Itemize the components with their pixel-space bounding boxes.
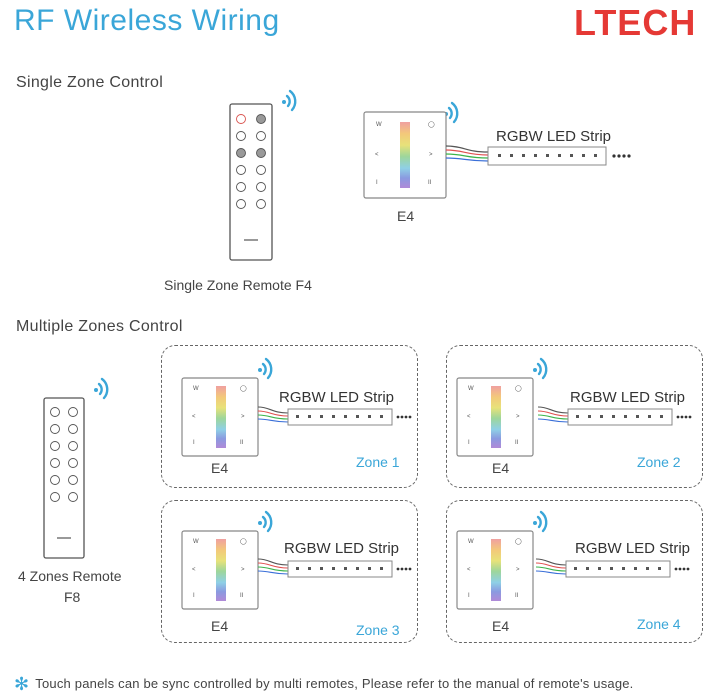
asterisk-icon: ✻ <box>14 674 30 694</box>
section-heading-single: Single Zone Control <box>16 74 164 91</box>
strip-label-zone-3: RGBW LED Strip <box>284 540 400 557</box>
footnote-text: Touch panels can be sync controlled by m… <box>35 676 634 691</box>
svg-text:<: < <box>467 567 471 573</box>
remote-f8-caption-line1: 4 Zones Remote <box>18 568 122 584</box>
wifi-icon <box>533 357 548 380</box>
svg-text:W: W <box>468 539 474 545</box>
remote-f4-caption: Single Zone Remote F4 <box>164 277 312 293</box>
svg-text:>: > <box>516 567 520 573</box>
svg-text:◯: ◯ <box>515 538 522 545</box>
strip-label-single: RGBW LED Strip <box>496 128 612 145</box>
page-title: RF Wireless Wiring <box>14 4 280 37</box>
svg-text:>: > <box>429 152 433 158</box>
svg-text:◯: ◯ <box>515 385 522 392</box>
svg-text:I: I <box>468 593 470 599</box>
svg-text:◯: ◯ <box>428 121 435 128</box>
zone-label-3: Zone 3 <box>356 622 400 638</box>
led-strip-zone-1 <box>257 405 414 438</box>
remote-f8-caption-line2: F8 <box>64 589 81 605</box>
zone-box-2 <box>446 345 703 488</box>
svg-text:W: W <box>193 386 199 392</box>
strip-label-zone-2: RGBW LED Strip <box>570 389 686 406</box>
svg-text:W: W <box>376 122 382 128</box>
svg-text:I: I <box>193 440 195 446</box>
svg-text:<: < <box>375 152 379 158</box>
panel-caption-zone-3: E4 <box>211 618 229 634</box>
svg-text:I: I <box>468 440 470 446</box>
remote-f4 <box>228 82 308 267</box>
zone-box-1 <box>161 345 418 488</box>
panel-caption-zone-1: E4 <box>211 460 229 476</box>
strip-label-zone-1: RGBW LED Strip <box>279 389 395 406</box>
remote-f8 <box>42 376 122 567</box>
touch-panel-zone-1: W < I ◯ > II <box>180 357 276 461</box>
svg-text:II: II <box>515 593 519 599</box>
svg-text:II: II <box>515 440 519 446</box>
svg-text:W: W <box>193 539 199 545</box>
brand-text: LTECH <box>574 2 696 43</box>
led-strip-zone-2 <box>537 405 694 438</box>
touch-panel-zone-2: W < I ◯ > II <box>455 357 551 461</box>
svg-text:>: > <box>241 567 245 573</box>
svg-text:II: II <box>428 180 432 186</box>
touch-panel-zone-3: W < I ◯ > II <box>180 510 276 614</box>
svg-text:I: I <box>376 180 378 186</box>
svg-text:◯: ◯ <box>240 538 247 545</box>
zone-label-2: Zone 2 <box>637 454 681 470</box>
strip-label-zone-4: RGBW LED Strip <box>575 540 691 557</box>
panel-caption-zone-2: E4 <box>492 460 510 476</box>
led-strip-zone-4 <box>535 557 692 590</box>
svg-text:II: II <box>240 593 244 599</box>
svg-text:>: > <box>241 414 245 420</box>
svg-text:<: < <box>192 414 196 420</box>
zone-label-4: Zone 4 <box>637 616 681 632</box>
led-strip-zone-3 <box>257 557 414 590</box>
zone-box-3 <box>161 500 418 643</box>
wifi-icon <box>258 357 273 380</box>
section-heading-multi: Multiple Zones Control <box>16 318 183 335</box>
svg-text:II: II <box>240 440 244 446</box>
svg-text:I: I <box>193 593 195 599</box>
svg-text:<: < <box>192 567 196 573</box>
zone-label-1: Zone 1 <box>356 454 400 470</box>
wifi-icon <box>258 510 273 533</box>
zone-box-4 <box>446 500 703 643</box>
led-strip-single <box>445 142 636 179</box>
svg-text:>: > <box>516 414 520 420</box>
wifi-icon <box>282 89 297 112</box>
touch-panel-single: W < I ◯ > II <box>362 101 459 205</box>
brand-logo: LTECH <box>574 2 708 43</box>
footnote: ✻ Touch panels can be sync controlled by … <box>14 674 634 695</box>
svg-text:W: W <box>468 386 474 392</box>
wifi-icon <box>94 377 109 400</box>
svg-text:<: < <box>467 414 471 420</box>
wifi-icon <box>533 510 548 533</box>
touch-panel-zone-4: W < I ◯ > II <box>455 510 551 614</box>
svg-text:◯: ◯ <box>240 385 247 392</box>
panel-caption-single: E4 <box>397 208 415 224</box>
panel-caption-zone-4: E4 <box>492 618 510 634</box>
